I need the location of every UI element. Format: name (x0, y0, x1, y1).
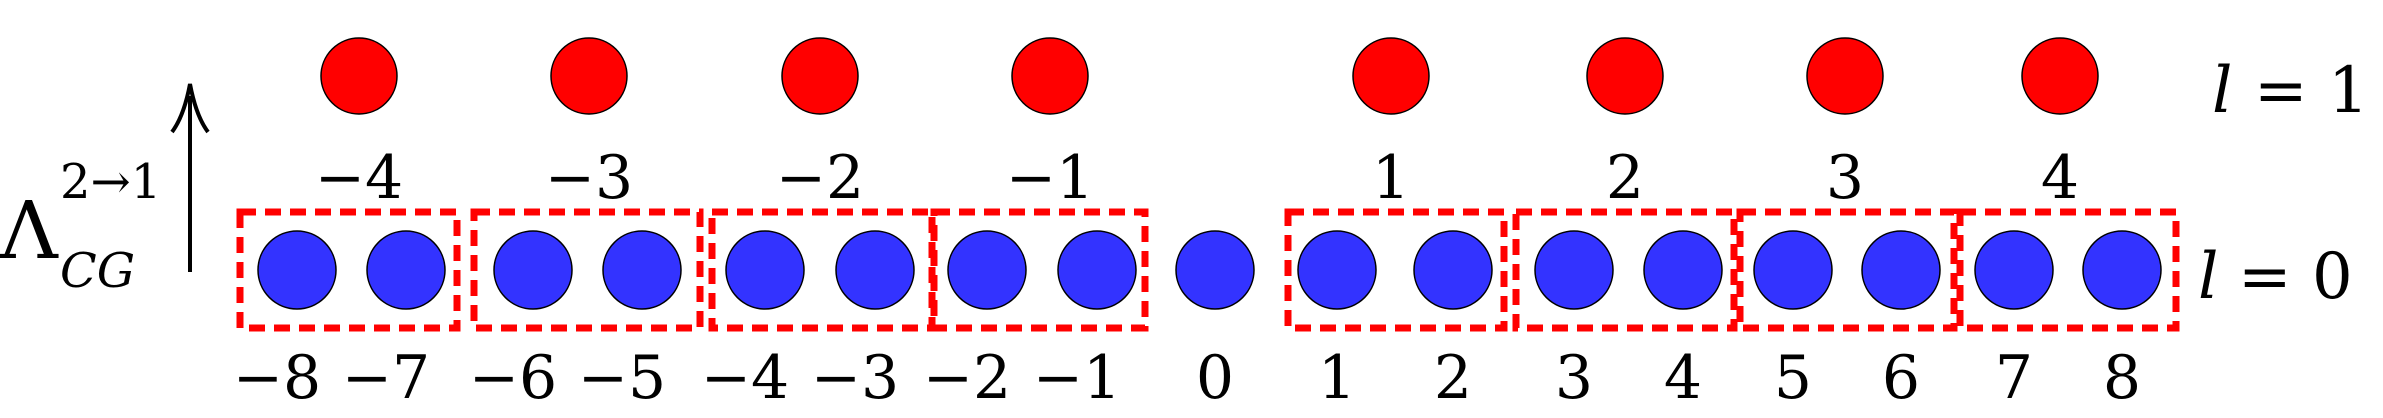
lower-site-label: −3 (811, 343, 899, 413)
lower-site-label: 6 (1882, 343, 1920, 413)
lower-site-label: 0 (1196, 343, 1234, 413)
lower-site (1413, 230, 1493, 310)
group-box (1512, 208, 1738, 332)
lower-site-label: 1 (1318, 343, 1356, 413)
lower-site-label: −6 (469, 343, 557, 413)
up-arrow-icon (170, 83, 210, 272)
upper-site-label: −4 (315, 143, 403, 213)
upper-site (781, 37, 859, 115)
upper-site-label: −1 (1006, 143, 1094, 213)
lower-site-label: 3 (1555, 343, 1593, 413)
lower-site-label: 2 (1434, 343, 1472, 413)
group-box (470, 208, 704, 332)
upper-site-label: 2 (1606, 143, 1644, 213)
upper-site (320, 37, 398, 115)
upper-site (1352, 37, 1430, 115)
lower-site-label: 8 (2103, 343, 2141, 413)
upper-labels: −4 −3 −2 −1 1 2 3 4 (315, 143, 2079, 213)
level-upper-eq: = 1 (2254, 54, 2369, 128)
upper-site-label: −3 (545, 143, 633, 213)
level-upper-var: l (2212, 54, 2232, 128)
lower-site (1753, 230, 1833, 310)
level-lower-eq: = 0 (2238, 240, 2353, 314)
upper-site (550, 37, 628, 115)
lower-site (1861, 230, 1941, 310)
lower-site (366, 230, 446, 310)
upper-site (1586, 37, 1664, 115)
lower-site (1057, 230, 1137, 310)
lower-site-label: 5 (1774, 343, 1812, 413)
lower-site-label: −8 (233, 343, 321, 413)
lower-site (602, 230, 682, 310)
lower-site (1534, 230, 1614, 310)
upper-site (1806, 37, 1884, 115)
lower-site-label: −1 (1033, 343, 1121, 413)
group-boxes (236, 208, 2180, 332)
upper-site (1011, 37, 1089, 115)
operator-symbol: Λ (0, 184, 59, 277)
lower-site (1643, 230, 1723, 310)
lower-sites (257, 230, 2162, 310)
lower-site (947, 230, 1027, 310)
upper-site-label: 4 (2041, 143, 2079, 213)
lower-site (493, 230, 573, 310)
group-box (236, 208, 461, 332)
level-lower-var: l (2198, 240, 2218, 314)
group-box (1736, 208, 1958, 332)
group-box (930, 208, 1149, 332)
coarse-graining-operator: Λ 2→1 CG (0, 83, 210, 299)
lower-site-label: 7 (1995, 343, 2033, 413)
level-label-upper: l = 1 (2212, 54, 2369, 128)
upper-site-label: −2 (776, 143, 864, 213)
group-box (1284, 208, 1508, 332)
lower-site (257, 230, 337, 310)
group-box (708, 208, 936, 332)
lower-site (1974, 230, 2054, 310)
lower-site (1297, 230, 1377, 310)
level-label-lower: l = 0 (2198, 240, 2353, 314)
operator-superscript: 2→1 (60, 154, 161, 210)
operator-subscript: CG (60, 243, 135, 299)
upper-site (2021, 37, 2099, 115)
lower-site-label: 4 (1664, 343, 1702, 413)
lower-site (1175, 230, 1255, 310)
lower-site (2082, 230, 2162, 310)
upper-site-label: 1 (1372, 143, 1410, 213)
upper-sites (320, 37, 2099, 115)
lower-site (835, 230, 915, 310)
lower-site-label: −4 (701, 343, 789, 413)
lower-site-label: −5 (578, 343, 666, 413)
group-box (1956, 208, 2180, 332)
lower-site-label: −2 (923, 343, 1011, 413)
upper-site-label: 3 (1826, 143, 1864, 213)
lower-site-label: −7 (342, 343, 430, 413)
lower-site (725, 230, 805, 310)
